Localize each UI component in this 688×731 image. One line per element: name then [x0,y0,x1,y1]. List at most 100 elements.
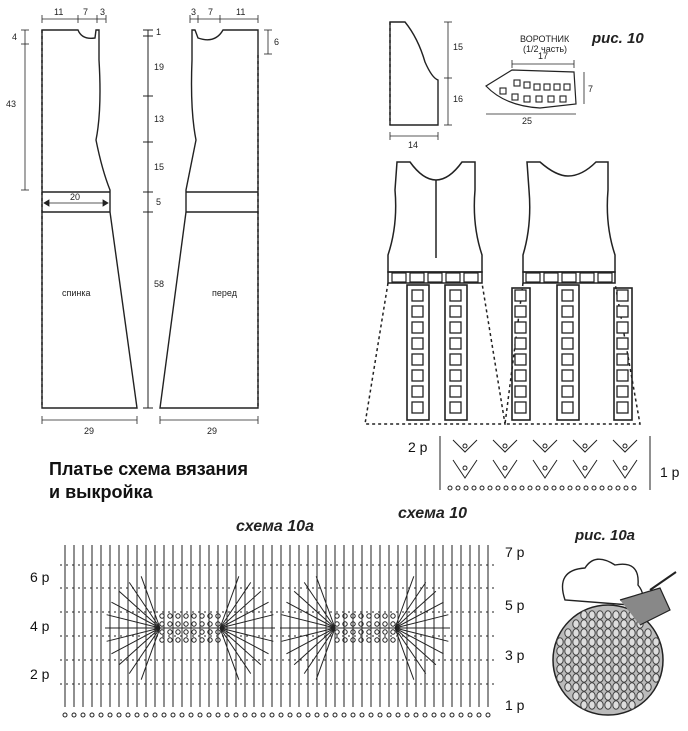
ball-stitch [588,700,596,710]
panel-square [411,385,424,398]
ball-stitch [572,682,580,692]
front-dim-6: 6 [274,37,279,47]
chain-stitch [511,485,517,491]
chain-stitch [535,485,541,491]
ball-stitch [628,655,636,665]
chain-stitch [366,629,372,635]
chain-stitch [215,629,221,635]
chain-stitch [334,637,340,643]
ball-stitch [604,682,612,692]
ball-stitch [580,655,588,665]
center-dimension [143,29,153,409]
v-stitch [612,459,638,479]
chain-stitch [134,712,140,718]
chain-stitch [323,712,329,718]
fan-stitch [219,627,262,666]
ball-stitch [644,655,652,665]
front-dim-11: 11 [236,7,245,17]
fig10a-label: рис. 10а [574,527,635,544]
chain-stitch [107,712,113,718]
panel-square [616,353,629,366]
panel-square [411,369,424,382]
v-stitch [452,459,478,479]
chain-stitch [183,637,189,643]
chain-stitch [207,621,213,627]
fan-stitch [219,627,269,655]
panel-square [616,369,629,382]
chain-stitch [183,613,189,619]
ball-stitch [612,610,620,620]
chain-stitch [242,712,248,718]
ball-stitch [588,646,596,656]
armhole-dim-14: 14 [408,140,418,150]
ball-stitch [652,664,660,674]
ball-stitch [588,610,596,620]
ball-stitch [596,700,604,710]
ball-stitch [644,682,652,692]
chain-stitch [161,712,167,718]
panel-square [411,321,424,334]
chain-stitch [334,613,340,619]
chain-stitch [350,712,356,718]
armhole-dims [389,21,452,140]
fan-stitch [140,627,161,680]
ball-stitch [652,646,660,656]
ball-stitch [580,664,588,674]
chain-stitch [487,485,493,491]
chain-stitch [332,712,338,718]
ball-stitch [596,691,604,701]
dress-back-panels [406,284,468,421]
ball-stitch [604,619,612,629]
v-stitch [492,459,518,479]
chain-stitch [374,637,380,643]
collar-motifs [499,79,571,103]
chain-stitch [582,465,588,471]
ball-stitch [612,664,620,674]
ball-stitch [556,673,564,683]
ball-stitch [612,700,620,710]
panel-square [449,289,462,302]
panel-square [561,401,574,414]
ball-stitch [596,646,604,656]
panel-square [449,401,462,414]
chain-stitch [440,712,446,718]
fan-stitch [394,601,444,629]
front-dim-3: 3 [191,7,196,17]
front-pattern [159,29,259,409]
scheme10-chart [439,436,651,491]
panel-square [449,337,462,350]
chain-stitch [390,637,396,643]
chain-stitch [447,485,453,491]
chain-stitch [374,613,380,619]
chain-stitch [89,712,95,718]
chain-stitch [350,621,356,627]
chain-stitch [358,621,364,627]
ball-stitch [588,655,596,665]
chain-stitch [467,712,473,718]
ball-stitch [572,655,580,665]
chain-stitch [431,712,437,718]
ball-stitch [652,637,660,647]
ball-stitch [556,646,564,656]
collar-dim-25: 25 [522,116,532,126]
fan-stitch [219,627,274,642]
ball-stitch [564,628,572,638]
chain-stitch [62,712,68,718]
fan-stitch [315,576,336,629]
chain-stitch [342,621,348,627]
chain-stitch [358,613,364,619]
ball-stitch [612,682,620,692]
panel-square [514,289,527,302]
ball-stitch [572,619,580,629]
fan-stitch [281,614,336,629]
ball-stitch [604,637,612,647]
chain-stitch [368,712,374,718]
fan-stitch [219,601,269,629]
dress-front-belt [525,272,613,283]
ball-stitch [580,682,588,692]
dress-back-squares [411,289,462,414]
panel-square [514,385,527,398]
scheme10a-chart [60,545,495,718]
chain-stitch [224,712,230,718]
chain-stitch [207,613,213,619]
